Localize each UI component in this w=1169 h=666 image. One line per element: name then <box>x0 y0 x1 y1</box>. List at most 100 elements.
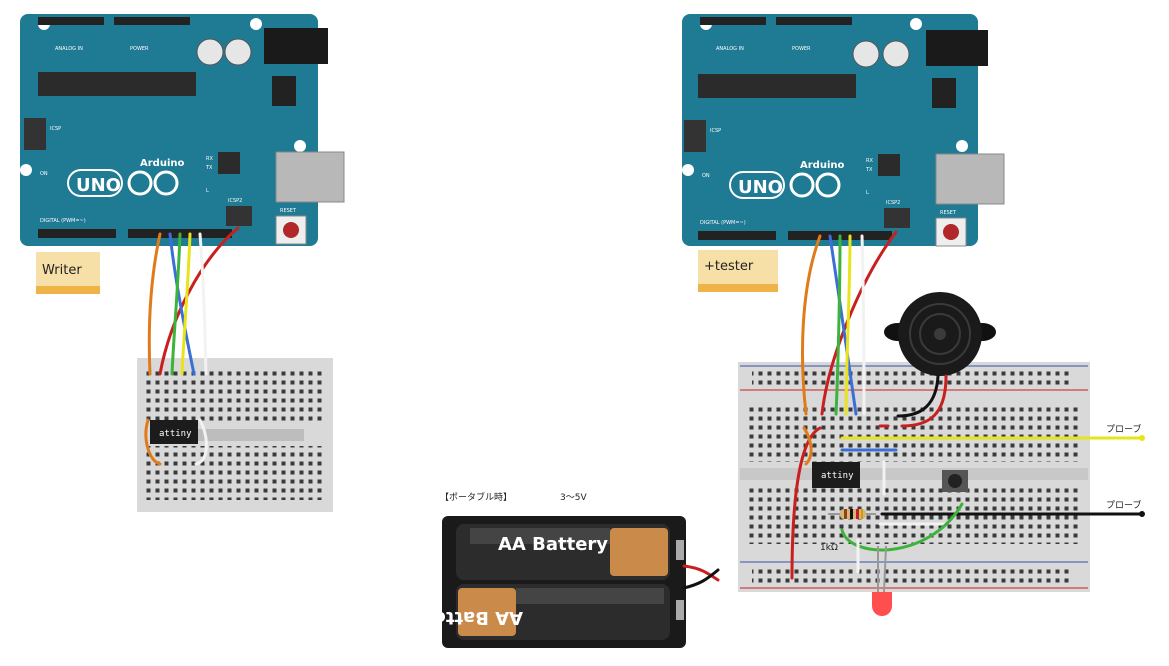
infinity-logo-left <box>789 172 815 198</box>
resistor-band <box>844 509 847 519</box>
on-label: ON <box>702 173 710 179</box>
wire-white <box>198 232 208 376</box>
wire-orange-jumper <box>144 418 162 466</box>
battery-leads <box>682 564 720 590</box>
analog-header <box>700 17 766 25</box>
tx-label: TX <box>205 165 213 171</box>
breadboard-holes-top <box>144 368 326 422</box>
sticky-note-edge <box>698 284 778 292</box>
mount-hole <box>910 18 922 30</box>
reset-button-cap[interactable] <box>943 224 959 240</box>
wire-green-arc <box>840 502 964 552</box>
uno-model: UNO <box>76 175 121 196</box>
wire-blue <box>828 234 858 416</box>
microcontroller-chip <box>698 74 856 98</box>
icsp2-label: ICSP2 <box>886 200 900 206</box>
capacitor <box>852 40 880 68</box>
usb-chip <box>218 152 240 174</box>
sticky-note-edge <box>36 286 100 294</box>
buzzer-ring <box>909 303 971 365</box>
usb-port <box>275 151 345 203</box>
infinity-logo-left <box>127 170 153 196</box>
probe-top-label: プローブ <box>1106 423 1141 435</box>
arduino-brand: Arduino <box>800 160 844 171</box>
probe-bottom-label: プローブ <box>1106 499 1141 511</box>
power-header <box>114 17 190 25</box>
resistor-band <box>850 509 853 519</box>
l-label: L <box>206 188 209 194</box>
infinity-logo-right <box>153 170 179 196</box>
power-label: POWER <box>130 46 149 52</box>
mount-hole <box>250 18 262 30</box>
writer-note: Writer <box>36 252 100 294</box>
uno-model: UNO <box>738 177 783 198</box>
analog-label: ANALOG IN <box>716 46 744 52</box>
wire-white-jumper <box>194 418 208 466</box>
uno-logo-frame <box>67 169 123 197</box>
resistor-band <box>861 509 863 519</box>
battery-lead-red <box>682 564 720 582</box>
led-leg <box>883 545 887 593</box>
wire-red <box>158 226 240 376</box>
wire-orange-jumper <box>802 426 813 466</box>
voltage-label: 3～5V <box>560 493 587 503</box>
attiny-chip-label: attiny <box>821 471 854 481</box>
voltage-regulator <box>932 78 956 108</box>
buzzer-ring <box>919 313 961 355</box>
wire-green <box>170 232 182 376</box>
battery-bottom-label: AA Battery <box>413 607 523 628</box>
icsp2-header <box>226 206 252 226</box>
reset-button-cap[interactable] <box>283 222 299 238</box>
usb-port <box>935 153 1005 205</box>
icsp2-label: ICSP2 <box>228 198 242 204</box>
arduino-board <box>682 14 978 246</box>
probe-tip-black <box>1139 511 1145 517</box>
wire-orange <box>801 234 822 416</box>
battery-holder: AA Battery AA Battery <box>413 516 686 648</box>
reset-label: RESET <box>940 210 957 216</box>
power-jack <box>926 30 988 66</box>
battery-cell-bottom-copper <box>458 588 516 636</box>
mount-hole <box>294 140 306 152</box>
attiny-chip <box>150 420 198 444</box>
wire-red-long <box>790 426 822 580</box>
icsp-label: ICSP <box>710 128 721 134</box>
wire-yellow <box>844 234 852 416</box>
battery-cell-bottom-shine <box>516 588 664 604</box>
digital-label: DIGITAL (PWM=~) <box>40 218 86 224</box>
wire-orange <box>147 232 162 376</box>
digital-header-low <box>38 229 116 238</box>
tester-wires <box>790 230 1142 580</box>
voltage-regulator <box>272 76 296 106</box>
writer-wires <box>144 226 240 466</box>
power-rail-top <box>752 368 1072 388</box>
buzzer-wire-black <box>896 374 940 418</box>
push-button-cap[interactable] <box>948 474 962 488</box>
arduino-uno-writer: ANALOG IN POWER ICSP RX TX L ON Arduino … <box>20 14 345 246</box>
icsp2-header <box>884 208 910 228</box>
uno-logo-frame <box>729 171 785 199</box>
usb-chip <box>878 154 900 176</box>
battery-terminal <box>676 600 684 620</box>
wire-yellow <box>180 232 192 376</box>
rx-label: RX <box>866 158 873 164</box>
l-label: L <box>866 190 869 196</box>
red-led <box>872 545 892 616</box>
capacitor <box>224 38 252 66</box>
arduino-uno-tester: ANALOG IN POWER ICSP RX TX L ON Arduino … <box>682 14 1005 247</box>
buzzer-wire-red <box>900 374 948 428</box>
reset-label: RESET <box>280 208 297 214</box>
power-jack <box>264 28 328 64</box>
attiny-chip <box>812 462 860 488</box>
tx-label: TX <box>865 167 873 173</box>
digital-header-low <box>698 231 776 240</box>
mount-hole <box>956 140 968 152</box>
mount-hole <box>682 164 694 176</box>
led-body <box>872 592 892 616</box>
tester-label: +tester <box>704 259 754 274</box>
icsp-header <box>684 120 706 152</box>
power-rail-bottom <box>752 566 1072 586</box>
capacitor <box>196 38 224 66</box>
battery-terminal <box>676 540 684 560</box>
